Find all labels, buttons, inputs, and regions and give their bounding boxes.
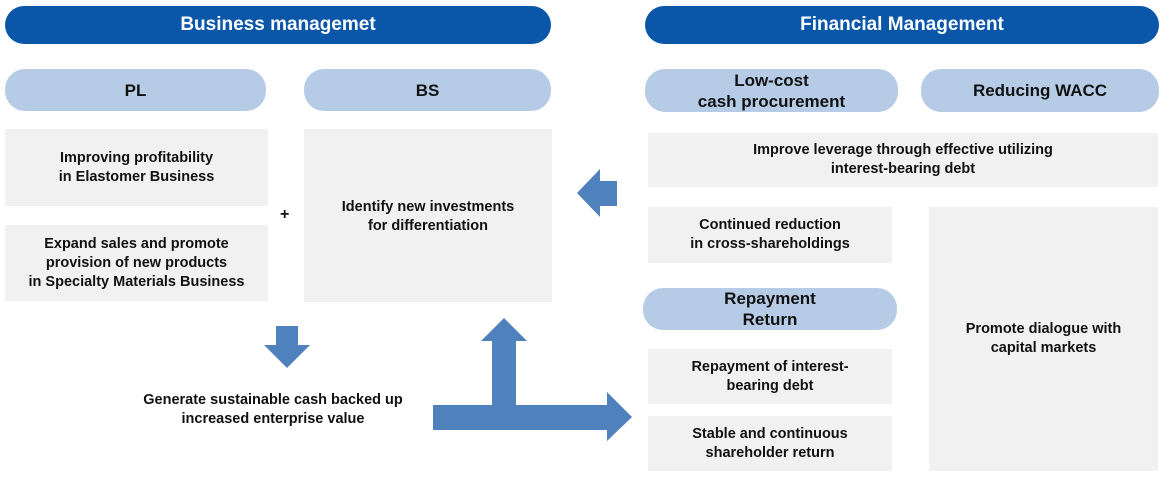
capital-markets-dialogue-box: Promote dialogue with capital markets: [929, 207, 1158, 471]
repayment-return-pill: Repayment Return: [643, 288, 897, 330]
repayment-debt-box: Repayment of interest- bearing debt: [648, 349, 892, 404]
left-arrow-icon: [577, 169, 617, 217]
new-investments-box: Identify new investments for differentia…: [304, 129, 552, 302]
financial-management-header: Financial Management: [645, 6, 1159, 44]
pl-pill: PL: [5, 69, 266, 111]
cross-shareholdings-box: Continued reduction in cross-shareholdin…: [648, 207, 892, 263]
plus-sign: +: [280, 206, 290, 223]
down-arrow-icon: [264, 326, 310, 368]
specialty-materials-box: Expand sales and promote provision of ne…: [5, 225, 268, 301]
improve-leverage-box: Improve leverage through effective utili…: [648, 133, 1158, 187]
shareholder-return-box: Stable and continuous shareholder return: [648, 416, 892, 471]
low-cost-cash-procurement-pill: Low-cost cash procurement: [645, 69, 898, 112]
reducing-wacc-pill: Reducing WACC: [921, 69, 1159, 112]
up-right-arrow-icon: [433, 318, 632, 441]
bs-pill: BS: [304, 69, 551, 111]
sustainable-cash-text: Generate sustainable cash backed up incr…: [143, 392, 403, 427]
business-management-header: Business managemet: [5, 6, 551, 44]
elastomer-profitability-box: Improving profitability in Elastomer Bus…: [5, 129, 268, 206]
